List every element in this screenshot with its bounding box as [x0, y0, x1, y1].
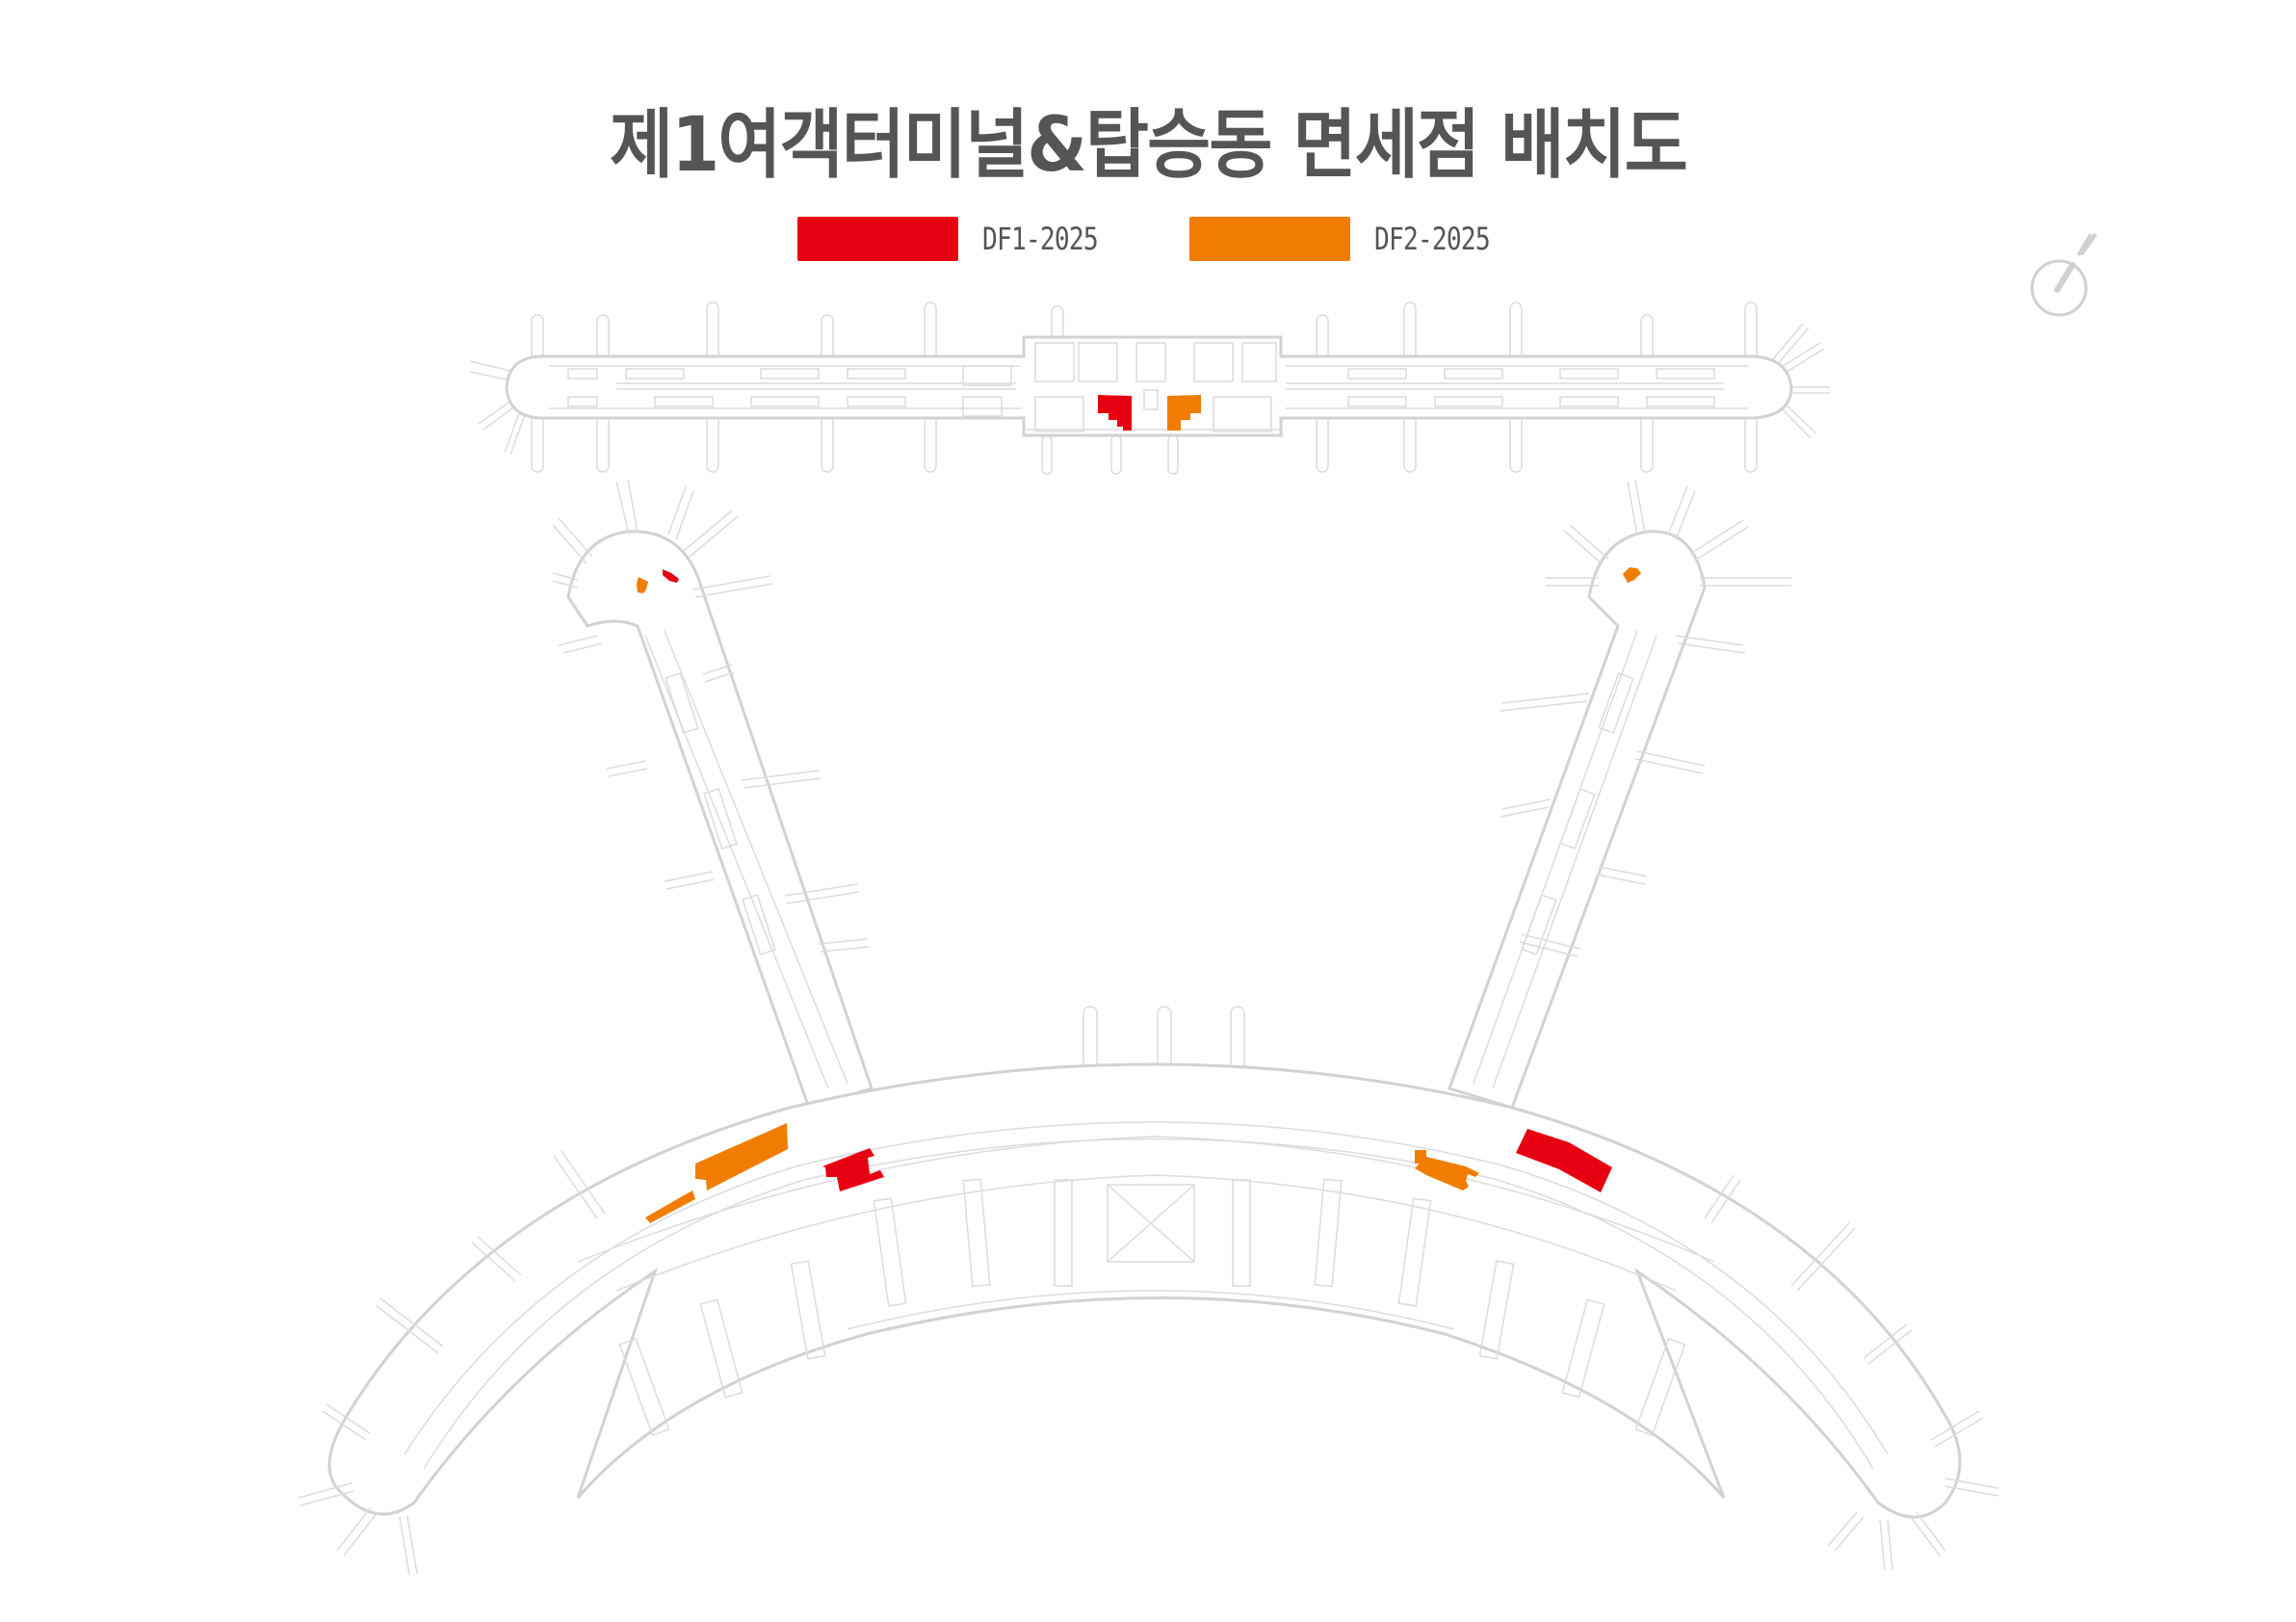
- duty-free-zone-west-junction-large: [695, 1123, 788, 1190]
- legend-label-df2: DF2-2025: [1374, 221, 1491, 257]
- north-arrow-icon: [2030, 232, 2098, 317]
- duty-free-zone-west-junction-red: [822, 1148, 884, 1191]
- duty-free-zone-west-pier-tip-a: [637, 577, 648, 593]
- legend-label-df1: DF1-2025: [982, 221, 1099, 257]
- duty-free-zone-west-pier-tip-b: [663, 569, 679, 583]
- page-title: 제1여객터미널&탑승동 면세점 배치도: [610, 102, 1688, 189]
- duty-free-zone-east-junction-red: [1516, 1129, 1612, 1192]
- duty-free-zone-east-junction-orange: [1415, 1150, 1479, 1190]
- duty-free-zone-concourse-center-east: [1167, 395, 1201, 431]
- duty-free-zone-concourse-center-west: [1098, 395, 1132, 431]
- legend-item-df1: DF1-2025: [797, 217, 1123, 261]
- legend: DF1-2025 DF2-2025: [0, 217, 2296, 261]
- concourse-building: [469, 301, 1830, 475]
- legend-swatch-df1: [797, 217, 958, 261]
- duty-free-zones: [637, 395, 1641, 1223]
- legend-item-df2: DF2-2025: [1189, 217, 1515, 261]
- legend-swatch-df2: [1189, 217, 1350, 261]
- terminal-1-building: [298, 479, 1999, 1576]
- duty-free-zone-west-junction-small: [645, 1190, 695, 1223]
- duty-free-zone-east-pier-tip: [1623, 567, 1641, 583]
